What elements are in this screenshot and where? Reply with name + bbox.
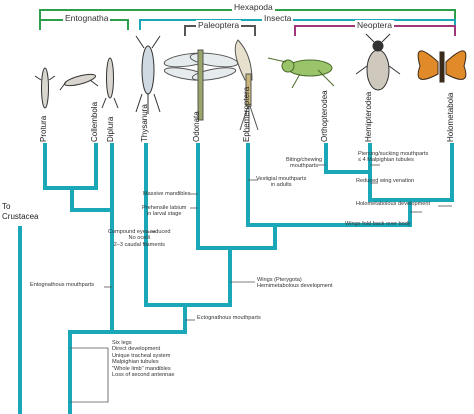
holometabolous-label: Holometabolous development — [356, 201, 431, 207]
silverfish-icon — [135, 35, 161, 114]
wings-fold-label: Wings fold back over body — [345, 221, 411, 227]
protura-insect-icon — [34, 67, 56, 109]
taxon-ephemeroptera: Ephemeroptera — [242, 86, 251, 142]
taxon-holometabola: Holometabola — [446, 92, 455, 142]
entognathous-mouthparts-label: Entognathous mouthparts — [30, 282, 95, 288]
taxon-orthopterodea: Orthopterodea — [320, 90, 329, 142]
vestigial-label: Vestigial mouthparts in adults — [256, 176, 307, 189]
entognatha-label: Entognatha — [63, 13, 111, 23]
dragonfly-icon — [163, 49, 239, 121]
character-ticks — [70, 164, 452, 403]
butterfly-icon — [417, 50, 467, 83]
piercing-label: Piercing/sucking mouthparts ≤ 4 Malpighi… — [358, 151, 429, 164]
root-characters: Six legs Direct development Unique trach… — [112, 340, 175, 379]
neoptera-label: Neoptera — [355, 20, 394, 30]
compound-eyes-label: Compound eyes reduced No ocelli 2–3 caud… — [108, 229, 171, 248]
insecta-label: Insecta — [262, 13, 294, 23]
biting-chewing-label: Biting/chewing mouthparts — [286, 157, 323, 170]
taxon-protura: Protura — [39, 115, 48, 142]
tree-branches — [18, 143, 454, 414]
true-bug-icon — [355, 33, 401, 91]
paleoptera-label: Paleoptera — [196, 20, 242, 30]
grasshopper-icon — [267, 57, 335, 89]
outgroup-crustacea: Crustacea — [2, 211, 39, 221]
springtail-icon — [59, 73, 99, 91]
ectognathous-mouthparts-label: Ectognathous mouthparts — [197, 315, 261, 321]
pterygota-label: Wings (Pterygota) Hemimetabolous develop… — [257, 277, 333, 290]
reduced-wing-label: Reduced wing venation — [356, 178, 415, 184]
taxon-thysanura: Thysanura — [140, 104, 149, 142]
mayfly-icon — [234, 39, 259, 132]
taxon-hemipterodea: Hemipterodea — [364, 91, 373, 142]
taxon-odonata: Odonata — [192, 111, 201, 142]
taxon-diplura: Diplura — [106, 116, 115, 142]
outgroup-to: To — [2, 202, 11, 211]
massive-mandibles-label: Massive mandibles — [143, 191, 191, 197]
dipluran-icon — [101, 57, 119, 109]
hexapoda-label: Hexapoda — [232, 2, 275, 12]
taxon-collembola: Collembola — [90, 101, 99, 142]
prehensile-label: Prehensile labium in larval stage — [142, 205, 187, 218]
outgroup-label: To Crustacea — [2, 202, 38, 221]
